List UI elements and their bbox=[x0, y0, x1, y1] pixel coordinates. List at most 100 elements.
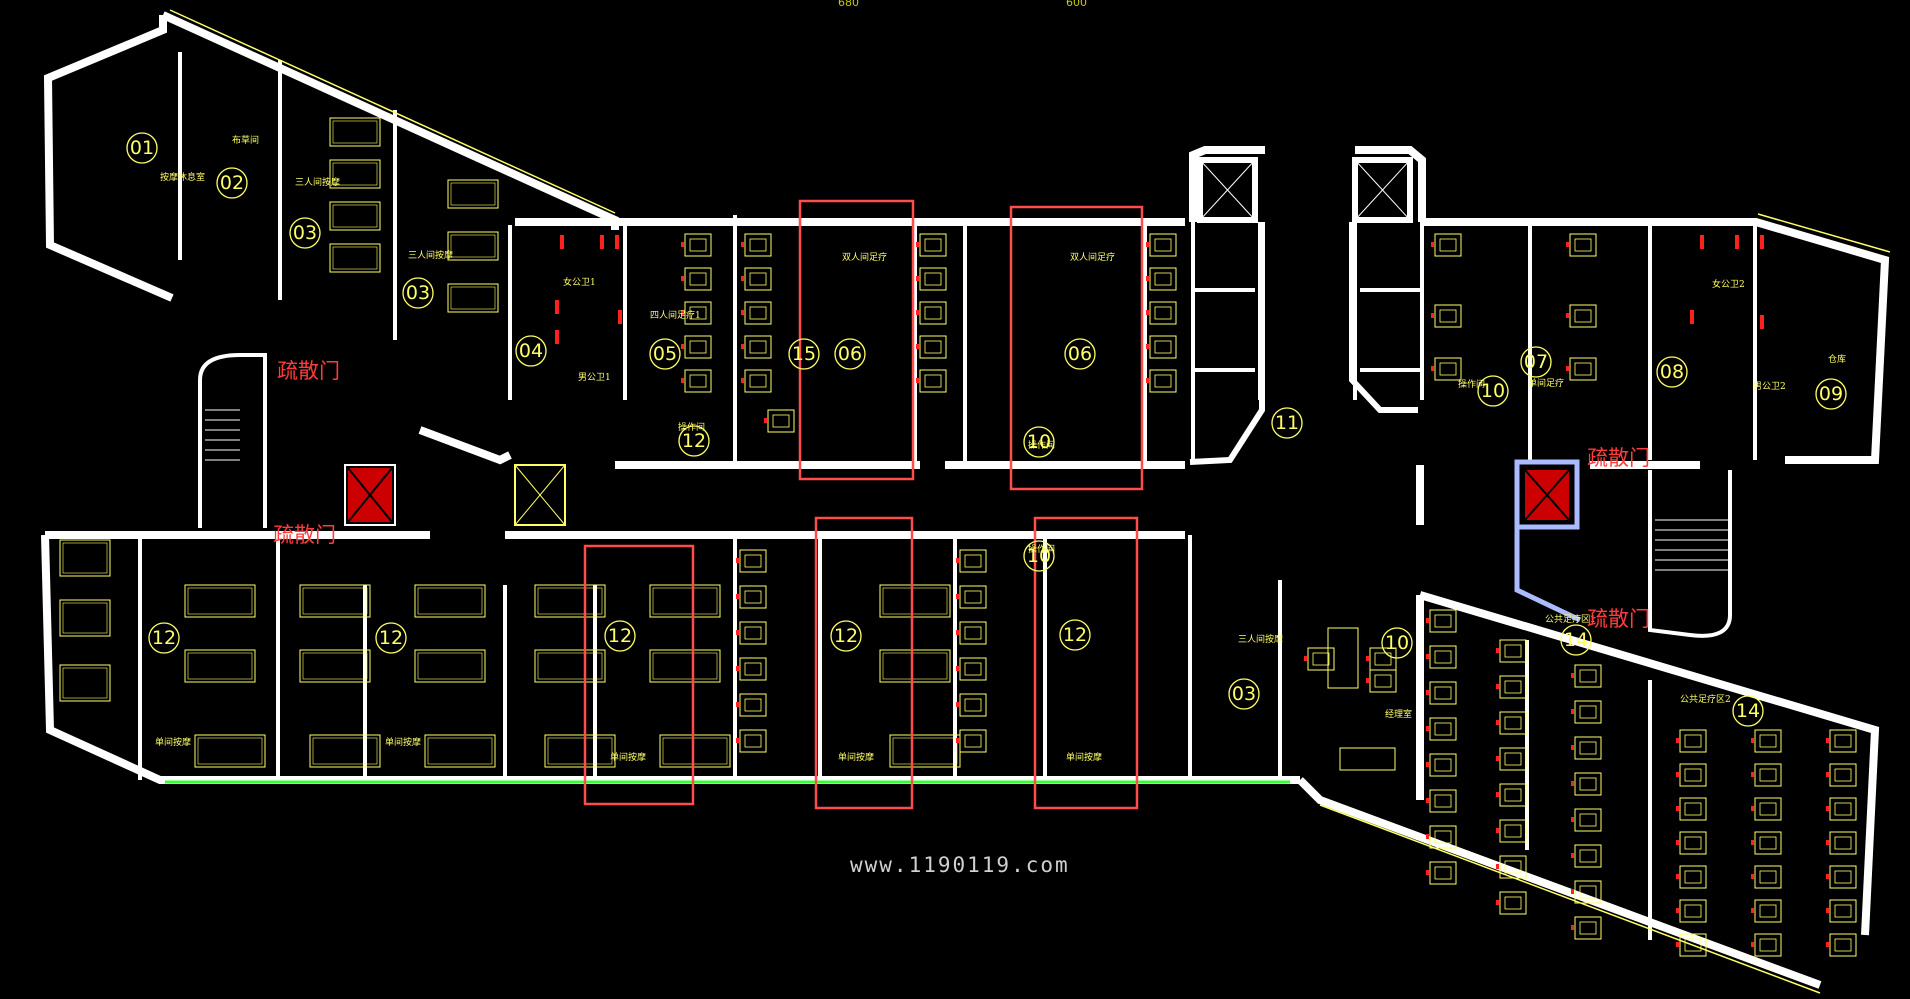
room-number-circle bbox=[402, 277, 434, 309]
room-name: 单间按摩 bbox=[155, 736, 191, 748]
chair bbox=[1679, 831, 1707, 855]
room-name: 操作间 bbox=[1028, 439, 1055, 451]
chair bbox=[1829, 933, 1857, 957]
room-number: 12 bbox=[379, 627, 403, 649]
massage-bed bbox=[329, 201, 381, 231]
chair bbox=[684, 369, 712, 393]
elevators bbox=[344, 159, 1582, 623]
massage-bed bbox=[59, 664, 111, 702]
massage-bed bbox=[59, 599, 111, 637]
chair bbox=[1569, 357, 1597, 381]
chair bbox=[919, 369, 947, 393]
room-number-circle bbox=[649, 338, 681, 370]
chair bbox=[744, 369, 772, 393]
chair bbox=[1149, 233, 1177, 257]
room-name: 四人间足疗1 bbox=[650, 309, 701, 321]
chair bbox=[684, 233, 712, 257]
room-number-circle bbox=[1732, 695, 1764, 727]
room-number: 12 bbox=[1063, 624, 1087, 646]
chair bbox=[1574, 736, 1602, 760]
room-number: 15 bbox=[792, 343, 816, 365]
highlight-box-12-c bbox=[1033, 516, 1139, 810]
massage-bed bbox=[414, 649, 486, 683]
massage-bed bbox=[447, 283, 499, 313]
chair bbox=[1149, 369, 1177, 393]
massage-bed bbox=[329, 243, 381, 273]
chair bbox=[1499, 891, 1527, 915]
room-number: 06 bbox=[1068, 343, 1092, 365]
furniture-layer bbox=[59, 117, 1857, 957]
massage-bed bbox=[659, 734, 731, 768]
chair bbox=[1679, 763, 1707, 787]
meeting-table bbox=[1327, 627, 1359, 689]
room-number: 07 bbox=[1524, 351, 1548, 373]
room-number-circle bbox=[1815, 378, 1847, 410]
chair bbox=[744, 335, 772, 359]
massage-bed bbox=[299, 584, 371, 618]
room-number-circle bbox=[515, 335, 547, 367]
door-marker bbox=[1760, 315, 1764, 329]
room-number: 12 bbox=[834, 625, 858, 647]
room-number-circle bbox=[678, 425, 710, 457]
room-name: 单间按摩 bbox=[610, 751, 646, 763]
room-number: 14 bbox=[1564, 629, 1588, 651]
toilet-label: 女公卫2 bbox=[1712, 278, 1745, 290]
chair bbox=[739, 729, 767, 753]
highlight-boxes bbox=[583, 199, 1144, 810]
chair bbox=[1429, 789, 1457, 813]
room-number: 11 bbox=[1275, 412, 1299, 434]
chair bbox=[1434, 357, 1462, 381]
room-number: 06 bbox=[838, 343, 862, 365]
door-marker bbox=[1700, 235, 1704, 249]
chair bbox=[1754, 865, 1782, 889]
chair bbox=[959, 621, 987, 645]
exit-labels: 疏散门 疏散门 疏散门 疏散门 bbox=[273, 359, 1650, 631]
highlight-box-12-a bbox=[583, 544, 695, 806]
room-name: 双人间足疗 bbox=[1070, 251, 1115, 263]
dim-label-2: 600 bbox=[1066, 0, 1087, 9]
chair bbox=[1429, 717, 1457, 741]
chair bbox=[1574, 880, 1602, 904]
room-marker: 11 bbox=[1271, 407, 1303, 439]
massage-bed bbox=[299, 649, 371, 683]
room-name: 按摩休息室 bbox=[160, 171, 205, 183]
room-name: 仓库 bbox=[1828, 353, 1846, 365]
room-number-circle bbox=[1059, 619, 1091, 651]
exit-label: 疏散门 bbox=[1587, 446, 1650, 470]
chair bbox=[1679, 729, 1707, 753]
chair bbox=[1679, 865, 1707, 889]
door-marker bbox=[555, 300, 559, 314]
chair bbox=[1679, 933, 1707, 957]
chair bbox=[739, 621, 767, 645]
room-number-circle bbox=[375, 622, 407, 654]
room-name: 公共足疗区2 bbox=[1680, 693, 1731, 705]
room-name: 单间按摩 bbox=[385, 736, 421, 748]
room-number: 10 bbox=[1027, 545, 1051, 567]
room-number-circle bbox=[1023, 540, 1055, 572]
room-number: 01 bbox=[130, 137, 154, 159]
chair bbox=[1429, 825, 1457, 849]
chair bbox=[739, 657, 767, 681]
chair bbox=[1679, 797, 1707, 821]
chair bbox=[1149, 267, 1177, 291]
chair bbox=[1499, 711, 1527, 735]
massage-bed bbox=[649, 584, 721, 618]
chair bbox=[1569, 233, 1597, 257]
room-number-circle bbox=[1271, 407, 1303, 439]
room-name: 操作间 bbox=[678, 421, 705, 433]
massage-bed bbox=[329, 159, 381, 189]
chair bbox=[1829, 865, 1857, 889]
chair bbox=[959, 585, 987, 609]
chair bbox=[744, 301, 772, 325]
